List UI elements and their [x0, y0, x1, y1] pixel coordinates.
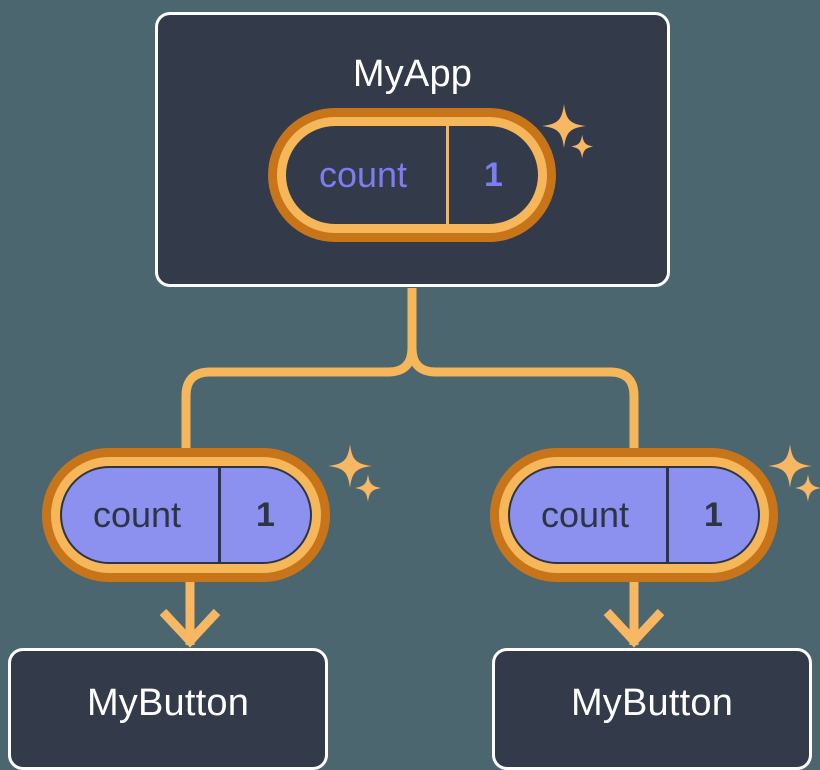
state-key-left: count — [92, 494, 182, 535]
connector-to-left-pill — [181, 347, 417, 452]
sparkle-star-small-icon — [355, 474, 381, 502]
sparkle-star-large-icon — [768, 444, 812, 488]
state-pill-left-inner: count 1 — [60, 466, 312, 564]
state-key-myapp: count — [318, 154, 408, 195]
connector-to-right-pill — [407, 347, 639, 452]
card-title-myapp: MyApp — [352, 53, 473, 95]
arrow-down-icon-left — [159, 578, 221, 648]
sparkle-group-left — [322, 440, 392, 525]
sparkle-star-small-icon — [795, 474, 820, 502]
state-pill-myapp[interactable]: count 1 — [268, 108, 556, 242]
state-value-left: 1 — [218, 468, 310, 562]
state-pill-right[interactable]: count 1 — [490, 448, 778, 582]
state-pill-right-inner: count 1 — [508, 466, 760, 564]
state-value-right: 1 — [666, 468, 758, 562]
state-key-right: count — [540, 494, 630, 535]
sparkle-star-large-icon — [328, 444, 372, 488]
arrow-down-icon-right — [603, 578, 665, 648]
component-card-mybutton-right[interactable]: MyButton — [492, 648, 812, 770]
component-card-mybutton-left[interactable]: MyButton — [8, 648, 328, 770]
state-value-myapp: 1 — [446, 126, 538, 224]
card-title-mybutton-left: MyButton — [86, 682, 250, 724]
state-pill-myapp-inner: count 1 — [286, 126, 538, 224]
state-pill-left[interactable]: count 1 — [42, 448, 330, 582]
card-title-mybutton-right: MyButton — [570, 682, 734, 724]
